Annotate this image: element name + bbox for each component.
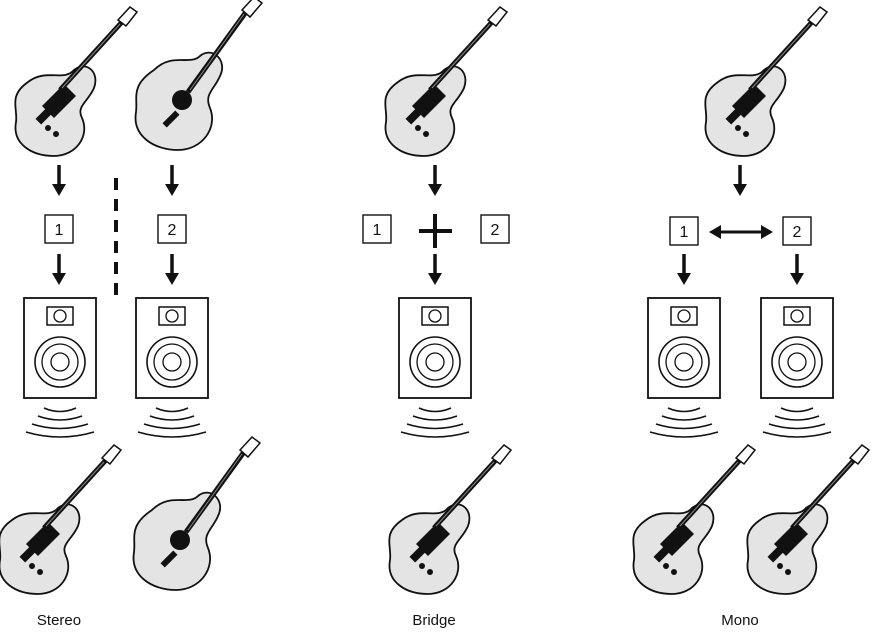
- electric-guitar-icon: [389, 445, 511, 594]
- caption-bridge: Bridge: [412, 612, 456, 629]
- channel-label: 2: [491, 222, 500, 239]
- speaker-icon: [23, 297, 97, 399]
- channel-box-2: 2: [480, 214, 510, 244]
- arrow-icon: [731, 163, 749, 198]
- arrow-icon: [426, 163, 444, 198]
- double-arrow-icon: [709, 225, 773, 239]
- plus-icon: [419, 214, 452, 248]
- channel-box-1: 1: [362, 214, 392, 244]
- arrow-icon: [675, 252, 693, 287]
- channel-box-2: 2: [782, 216, 812, 246]
- panel-mono: 1 2: [633, 7, 869, 594]
- electric-guitar-icon: [0, 445, 121, 594]
- arrow-icon: [50, 252, 68, 287]
- channel-label: 1: [680, 224, 689, 241]
- panel-bridge: 1 2: [362, 7, 511, 594]
- electric-guitar-icon: [633, 445, 755, 594]
- speaker-icon: [760, 297, 834, 399]
- channel-label: 1: [373, 222, 382, 239]
- channel-box-1: 1: [669, 216, 699, 246]
- channel-label: 1: [55, 222, 64, 239]
- speaker-icon: [135, 297, 209, 399]
- sound-waves-icon: [137, 407, 207, 438]
- acoustic-guitar-icon: [134, 437, 260, 590]
- electric-guitar-icon: [385, 7, 507, 156]
- channel-label: 2: [793, 224, 802, 241]
- arrow-icon: [50, 163, 68, 198]
- speaker-icon: [647, 297, 721, 399]
- caption-mono: Mono: [721, 612, 759, 629]
- channel-box-2: 2: [157, 214, 187, 244]
- arrow-icon: [426, 252, 444, 287]
- sound-waves-icon: [400, 407, 470, 438]
- arrow-icon: [163, 252, 181, 287]
- acoustic-guitar-icon: [136, 0, 262, 150]
- sound-waves-icon: [649, 407, 719, 438]
- arrow-icon: [163, 163, 181, 198]
- sound-waves-icon: [25, 407, 95, 438]
- arrow-icon: [788, 252, 806, 287]
- sound-waves-icon: [762, 407, 832, 438]
- caption-stereo: Stereo: [36, 612, 82, 629]
- panel-stereo: 1 2: [0, 0, 262, 594]
- channel-label: 2: [168, 222, 177, 239]
- electric-guitar-icon: [705, 7, 827, 156]
- electric-guitar-icon: [15, 7, 137, 156]
- speaker-icon: [398, 297, 472, 399]
- channel-box-1: 1: [44, 214, 74, 244]
- electric-guitar-icon: [747, 445, 869, 594]
